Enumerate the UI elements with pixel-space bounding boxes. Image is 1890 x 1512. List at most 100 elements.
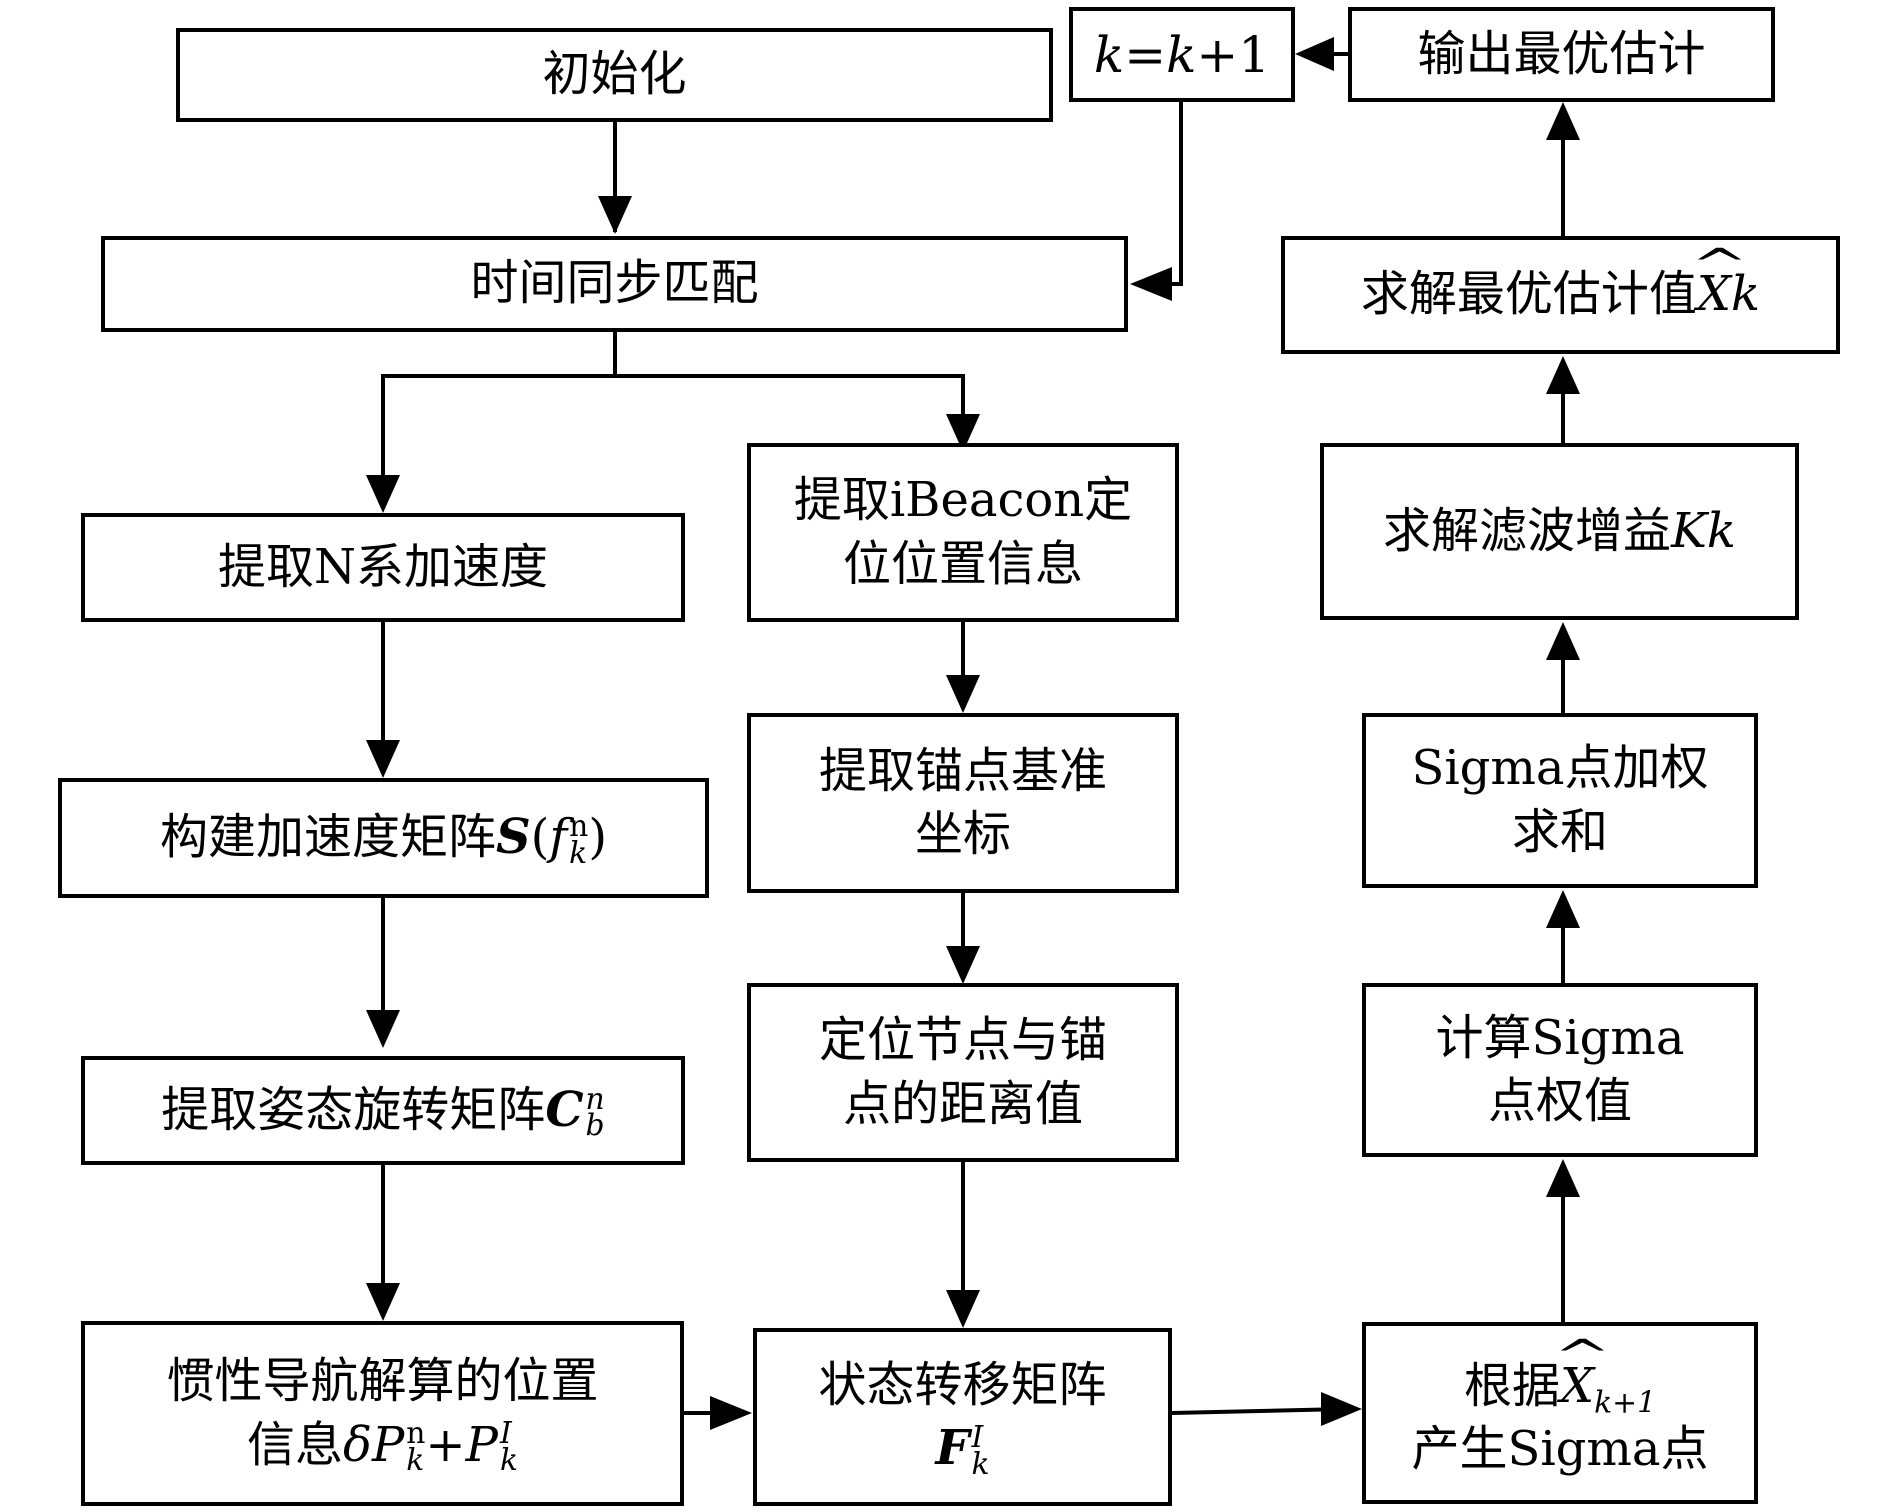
arrowhead-matrix-to-attitude	[366, 1010, 400, 1048]
anchor-box: 提取锚点基准 坐标	[747, 713, 1179, 893]
connector-sync-split	[381, 332, 617, 500]
distance-box: 定位节点与锚 点的距离值	[747, 983, 1179, 1162]
sync-label: 时间同步匹配	[470, 255, 759, 312]
arrowhead-to-n-accel	[366, 475, 400, 513]
anchor-line1: 提取锚点基准	[818, 742, 1107, 799]
arrowhead-ibeacon-to-anchor	[946, 675, 980, 713]
iteration-k2: k	[1166, 25, 1197, 84]
iteration-k: k	[1093, 25, 1125, 84]
arrowhead-init-to-sync	[598, 196, 632, 234]
attitude-sub: b	[585, 1108, 605, 1144]
inertial-P2: P	[465, 1416, 498, 1473]
arrowhead-n-accel-to-matrix	[366, 740, 400, 778]
n-accel-box: 提取N系加速度	[81, 513, 685, 622]
arrowhead-weight-to-sum	[1546, 890, 1580, 928]
accel-matrix-sub: k	[569, 835, 588, 871]
state-line1: 状态转移矩阵	[818, 1356, 1107, 1413]
iteration-eq: =	[1124, 25, 1167, 84]
distance-line1: 定位节点与锚	[818, 1012, 1107, 1069]
ibeacon-box: 提取iBeacon定 位位置信息	[747, 443, 1179, 622]
inertial-sub2: k	[499, 1443, 518, 1478]
sigma-generate-line2: 产生Sigma点	[1411, 1421, 1709, 1477]
sigma-weight-box: 计算Sigma 点权值	[1362, 983, 1758, 1157]
arrowhead-attitude-to-inertial	[366, 1283, 400, 1321]
inertial-sup1: n	[406, 1416, 426, 1452]
attitude-sup: n	[585, 1081, 605, 1117]
solve-optimal-box: 求解最优估计值Xk	[1281, 236, 1840, 354]
output-label: 输出最优估计	[1417, 25, 1706, 82]
sigma-weight-line1: 计算Sigma	[1435, 1009, 1685, 1066]
solve-gain-label: 求解滤波增益Kk	[1383, 500, 1736, 563]
distance-line2: 点的距离值	[842, 1075, 1083, 1132]
inertial-delta: δ	[343, 1416, 372, 1473]
ibeacon-line1: 提取iBeacon定	[793, 472, 1133, 529]
sigma-sum-box: Sigma点加权 求和	[1362, 713, 1758, 888]
solve-gain-var: Kk	[1671, 502, 1736, 559]
inertial-prefix: 信息	[247, 1416, 344, 1473]
accel-matrix-text: 构建加速度矩阵	[159, 809, 496, 866]
inertial-sub1: k	[406, 1443, 425, 1478]
accel-matrix-S: S	[495, 809, 531, 866]
sync-box: 时间同步匹配	[101, 236, 1128, 332]
arrowhead-anchor-to-distance	[946, 946, 980, 984]
inertial-line1: 惯性导航解算的位置	[166, 1353, 599, 1410]
arrowhead-sum-to-gain	[1546, 622, 1580, 660]
arrowhead-inertial-to-state	[710, 1396, 752, 1430]
solve-gain-box: 求解滤波增益Kk	[1320, 443, 1799, 620]
output-box: 输出最优估计	[1348, 7, 1775, 102]
sigma-generate-line1: 根据Xk+1	[1464, 1355, 1656, 1418]
accel-matrix-open: (	[530, 809, 550, 866]
arrowhead-sigma-gen-to-weight	[1546, 1159, 1580, 1197]
arrowhead-to-ibeacon	[946, 414, 980, 452]
accel-matrix-f: f	[549, 809, 568, 866]
solve-optimal-var: X	[1697, 263, 1731, 326]
sigma-generate-sub: k+1	[1594, 1385, 1657, 1421]
ibeacon-line2: 位位置信息	[842, 535, 1083, 592]
inertial-sup2: I	[499, 1416, 512, 1452]
sigma-generate-prefix: 根据	[1463, 1357, 1560, 1414]
solve-optimal-label: 求解最优估计值Xk	[1361, 263, 1760, 326]
init-label: 初始化	[542, 46, 687, 103]
sigma-generate-var: X	[1560, 1355, 1594, 1418]
accel-matrix-sup: n	[569, 809, 589, 845]
init-box: 初始化	[176, 28, 1053, 122]
solve-gain-text: 求解滤波增益	[1383, 502, 1672, 559]
iteration-box: k=k+1	[1069, 7, 1295, 102]
sigma-sum-line1: Sigma点加权	[1411, 740, 1709, 797]
connector-to-ibeacon	[615, 374, 965, 440]
arrowhead-output-to-iter	[1295, 37, 1334, 71]
inertial-plus: +	[425, 1416, 466, 1473]
state-F: F	[935, 1420, 970, 1476]
arrowhead-state-to-sigma-gen	[1321, 1392, 1362, 1426]
n-accel-label: 提取N系加速度	[217, 538, 548, 595]
attitude-C: C	[545, 1081, 584, 1138]
arrowhead-iter-to-sync	[1130, 267, 1172, 301]
accel-matrix-close: )	[588, 809, 608, 866]
connector-iter-to-sync	[1148, 102, 1183, 286]
anchor-line2: 坐标	[914, 806, 1011, 862]
state-sub: k	[971, 1446, 990, 1482]
solve-optimal-text: 求解最优估计值	[1360, 266, 1697, 323]
arrow-state-to-sigma-gen	[1171, 1407, 1346, 1415]
sigma-weight-line2: 点权值	[1487, 1073, 1632, 1129]
iteration-plus: +1	[1196, 25, 1271, 84]
arrowhead-gain-to-opt	[1546, 356, 1580, 394]
state-sup: I	[971, 1419, 984, 1455]
iteration-formula: k=k+1	[1094, 22, 1270, 88]
sigma-sum-line2: 求和	[1511, 803, 1608, 860]
